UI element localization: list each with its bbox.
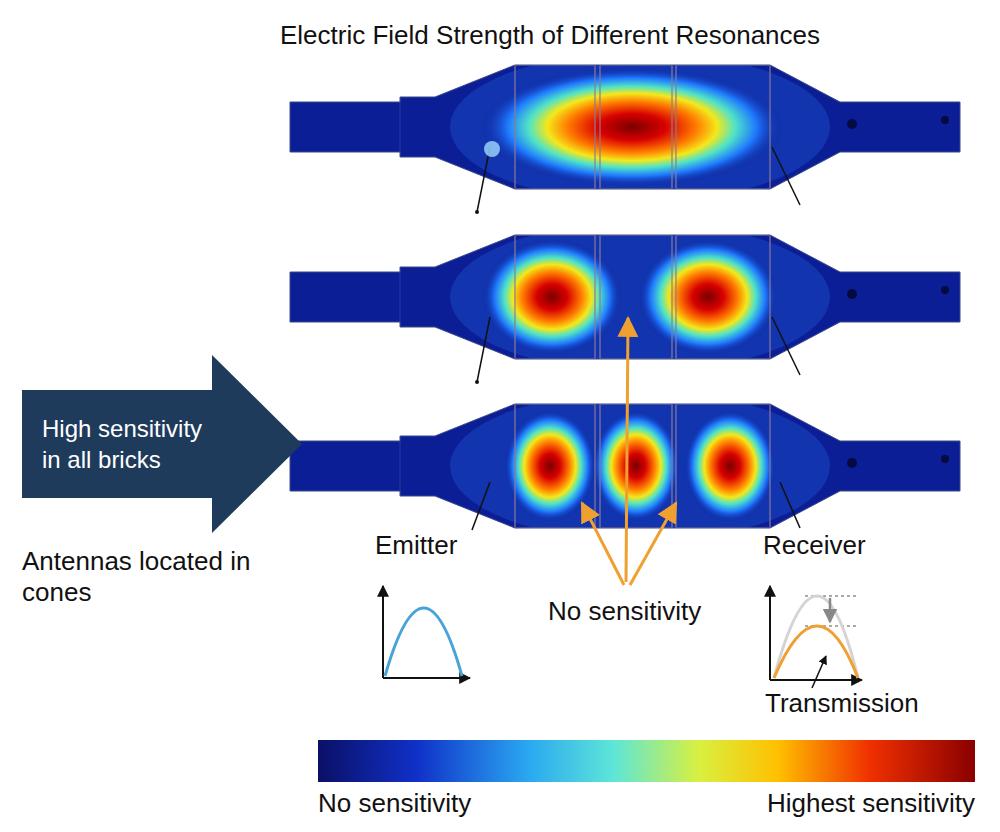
- arrow-text: High sensitivity in all bricks: [42, 413, 217, 475]
- arrow-shape: High sensitivity in all bricks: [22, 355, 302, 533]
- tube-mode: [280, 222, 970, 384]
- title: Electric Field Strength of Different Res…: [280, 20, 820, 51]
- pointer-arrows: [582, 318, 676, 585]
- emitter-graph: [383, 586, 470, 678]
- arrow-text-box: High sensitivity in all bricks: [42, 413, 217, 475]
- part-label: Receiver: [763, 530, 866, 561]
- receiver-graph: [770, 586, 862, 688]
- leader-lines: [472, 482, 800, 530]
- annotation: No sensitivity: [548, 596, 701, 627]
- note: Antennas located in cones: [22, 546, 292, 608]
- tube-mode: [280, 52, 970, 214]
- arrow-outline: [22, 355, 302, 533]
- graph-label: Transmission: [765, 688, 919, 719]
- scale-label: Highest sensitivity: [767, 788, 975, 819]
- color-bar: [318, 740, 975, 782]
- scale-label: No sensitivity: [318, 788, 471, 819]
- part-label: Emitter: [375, 530, 457, 561]
